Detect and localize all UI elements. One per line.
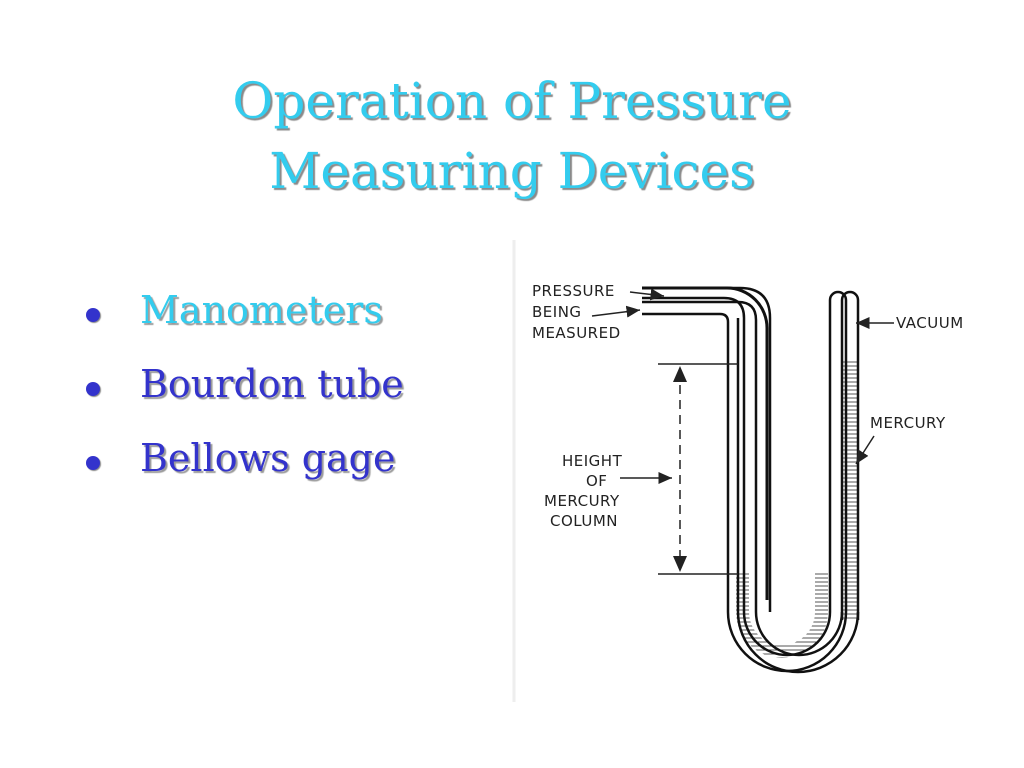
tube-outer <box>642 286 769 600</box>
bullet-item-manometers: Manometers <box>86 280 404 354</box>
pressure-arrow-2 <box>591 305 641 318</box>
bullet-label: Manometers <box>140 288 383 332</box>
mercury-fill-right <box>842 360 858 620</box>
bullet-dot-icon <box>86 382 100 396</box>
title-line-2: Measuring Devices <box>269 142 755 200</box>
tube-inner-wall <box>642 290 848 673</box>
bullet-item-bourdon-tube: Bourdon tube <box>86 354 404 428</box>
label-column: COLUMN <box>550 512 618 530</box>
label-of: OF <box>586 472 607 490</box>
u-bend-inner <box>754 611 844 657</box>
bullet-label: Bellows gage <box>140 436 396 480</box>
height-arrow-up-icon <box>673 366 687 382</box>
label-height-mercury: MERCURY <box>544 492 620 510</box>
mercury-pointer <box>855 435 875 465</box>
bullet-dot-icon <box>86 456 100 470</box>
height-arrow-down-icon <box>673 556 687 572</box>
u-bend-outer <box>736 611 860 674</box>
label-height: HEIGHT <box>562 452 623 470</box>
right-leg-top <box>840 290 860 301</box>
label-measured: MEASURED <box>532 324 621 342</box>
left-leg-inner <box>642 300 758 612</box>
label-being: BEING <box>532 303 582 321</box>
tube-wall-outer <box>640 282 766 612</box>
left-leg-outer <box>642 286 772 612</box>
manometer-diagram: PRESSURE BEING MEASURED VACUUM MERCURY H… <box>512 240 992 702</box>
pressure-arrow-1 <box>629 288 665 301</box>
slide-title: Operation of Pressure Measuring Devices <box>0 66 1024 206</box>
label-pressure: PRESSURE <box>532 282 615 300</box>
manometer-svg: PRESSURE BEING MEASURED VACUUM MERCURY H… <box>512 240 964 702</box>
bullet-dot-icon <box>86 308 100 322</box>
mercury-fill-left <box>736 572 828 658</box>
label-vacuum: VACUUM <box>896 314 964 332</box>
bullet-list: Manometers Bourdon tube Bellows gage <box>86 280 404 502</box>
tube-outer-u <box>736 300 852 670</box>
bullet-label: Bourdon tube <box>140 362 404 406</box>
bullet-item-bellows-gage: Bellows gage <box>86 428 404 502</box>
title-line-1: Operation of Pressure <box>232 72 792 130</box>
label-mercury: MERCURY <box>870 414 946 432</box>
